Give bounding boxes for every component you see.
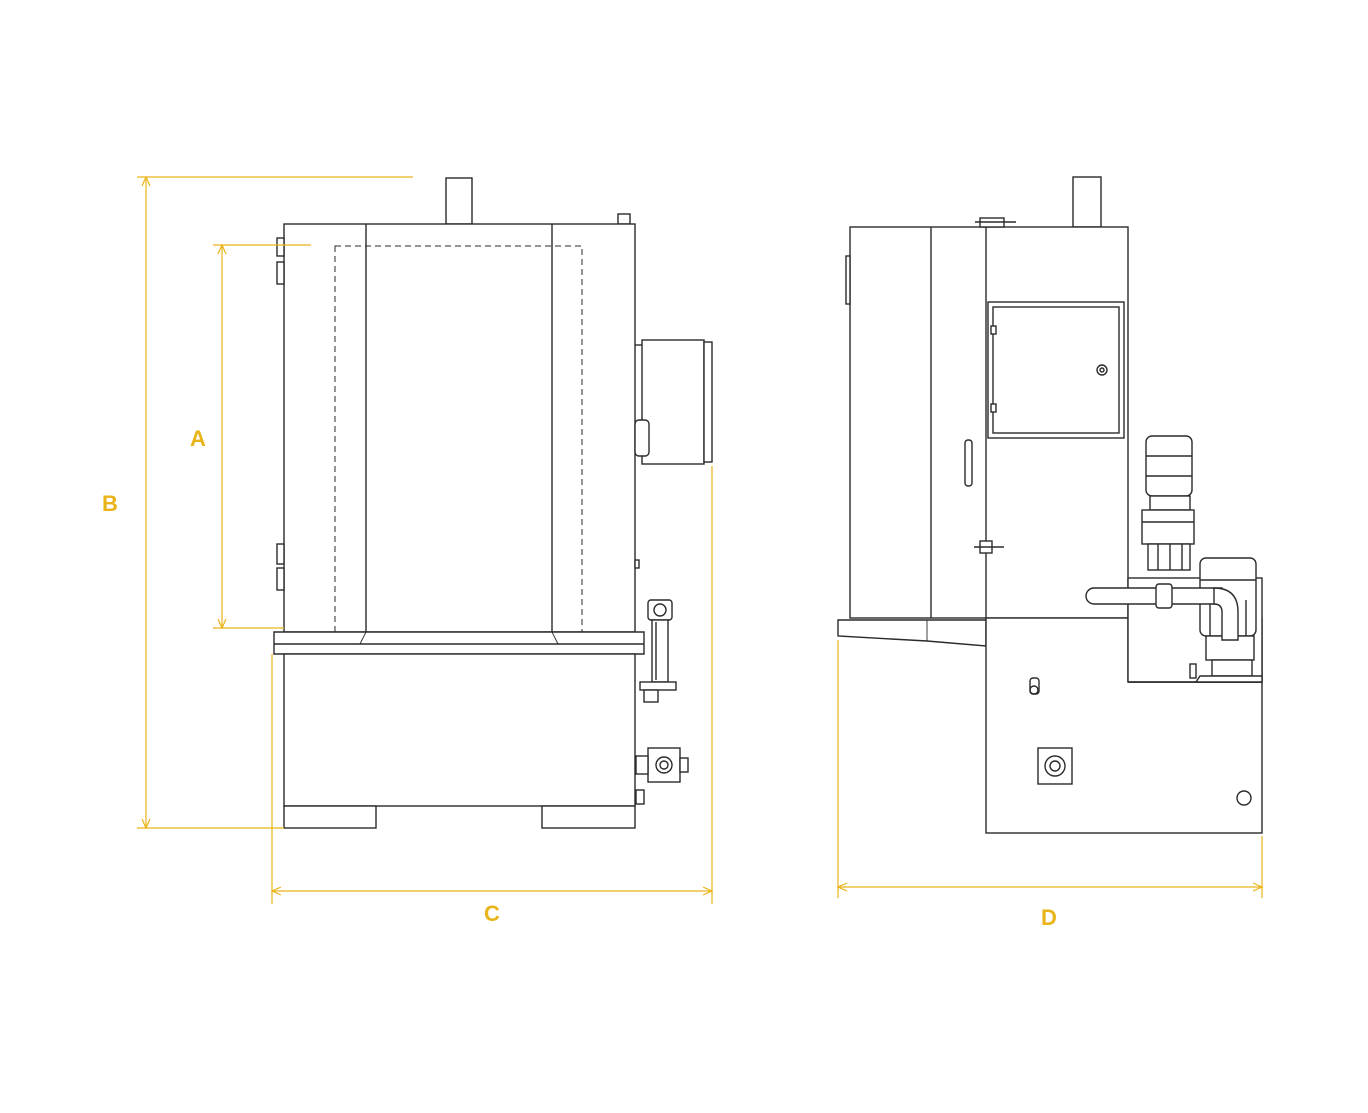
side-pipe [1085, 587, 1223, 605]
side-valve-port [1037, 747, 1073, 785]
dimension-label-d: D [1041, 905, 1057, 930]
hinge-top [276, 237, 285, 257]
side-chimney [1072, 176, 1102, 228]
front-door-hidden-outline [334, 245, 583, 633]
front-chimney [445, 177, 473, 225]
front-top-fitting [617, 213, 631, 225]
front-foot-left [283, 805, 377, 829]
front-pipe-elbow [647, 599, 673, 621]
front-ledge [273, 631, 645, 655]
front-lower-tank [283, 653, 636, 807]
front-view [273, 177, 713, 829]
dimension-label-c: C [484, 901, 500, 926]
dimension-lines [137, 175, 1264, 904]
side-door-handle [964, 439, 973, 487]
pump-motor [1145, 435, 1193, 497]
front-foot-right [541, 805, 636, 829]
front-valve-port [647, 747, 681, 783]
pump-housing [1141, 509, 1195, 545]
front-motor-box [641, 339, 705, 465]
side-drain-hole [1236, 790, 1252, 806]
hinge-bottom [276, 543, 285, 565]
dimension-label-b: B [102, 491, 118, 516]
side-electrical-panel [987, 301, 1125, 439]
front-pipe-vertical [651, 619, 669, 683]
front-upper-cabinet [283, 223, 636, 633]
side-view [837, 176, 1263, 834]
dimension-label-a: A [190, 426, 206, 451]
side-ledge [837, 619, 987, 647]
panel-lock-icon [1096, 364, 1108, 376]
